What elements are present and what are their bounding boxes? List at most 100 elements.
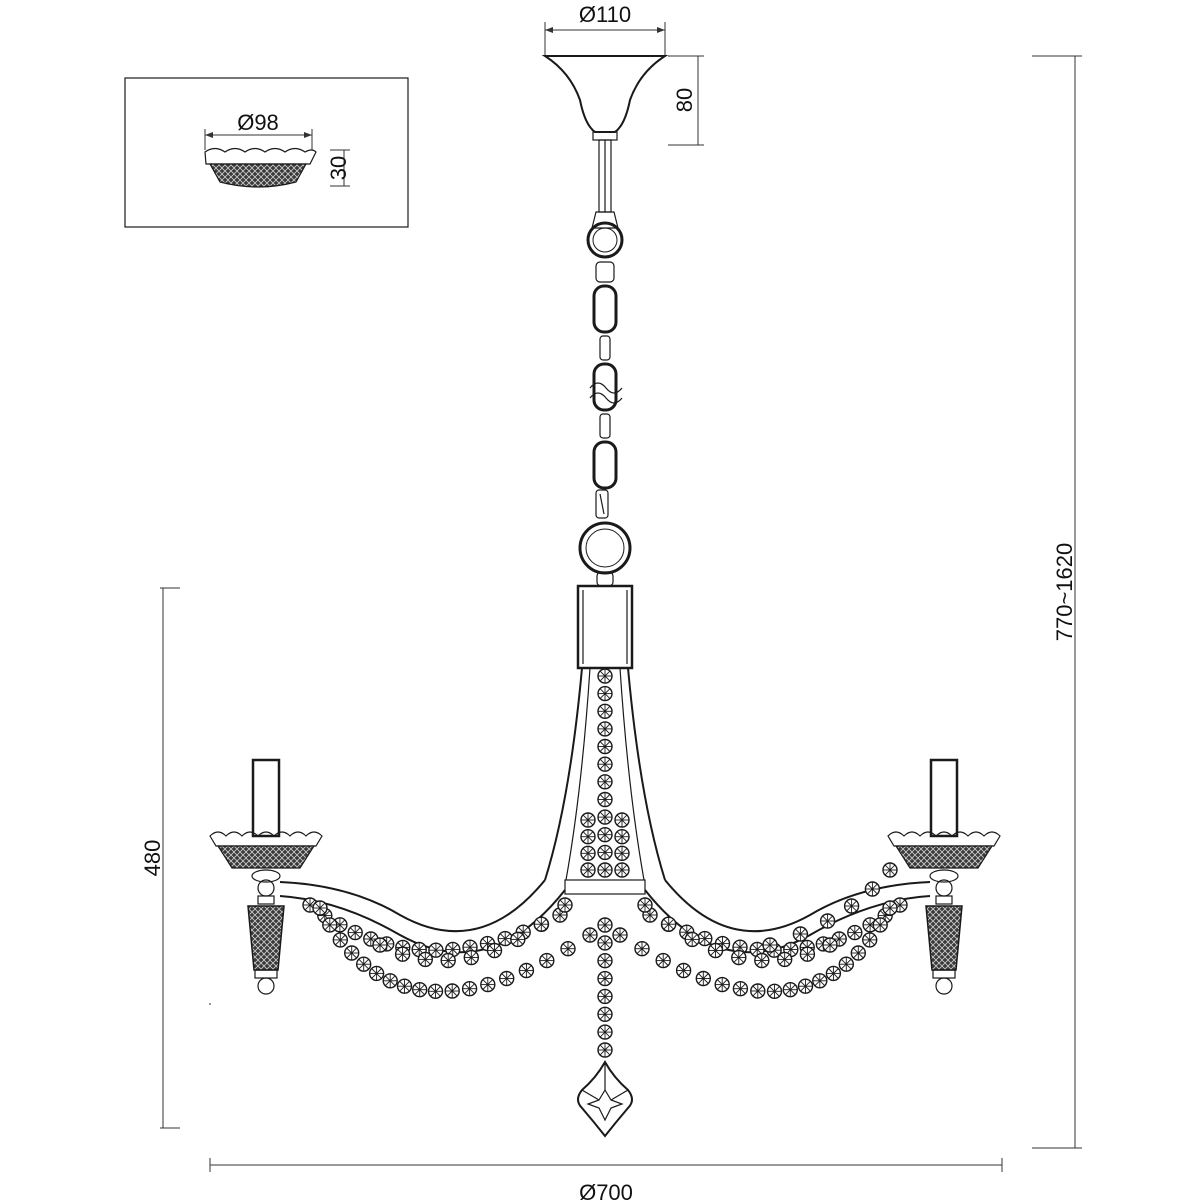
overall-diameter-label: Ø700 xyxy=(579,1180,633,1200)
crystal-facet xyxy=(430,944,442,956)
crystal-strands xyxy=(302,668,908,1058)
crystal-facet xyxy=(663,918,674,930)
crystal-facet xyxy=(735,983,746,995)
crystal-facet xyxy=(414,984,425,996)
crystal-facet xyxy=(814,975,826,987)
crystal-facet xyxy=(562,943,574,955)
crystal-facet xyxy=(800,980,811,992)
crystal-facet xyxy=(499,933,511,944)
crystal-facet xyxy=(599,847,611,858)
crystal-facet xyxy=(686,934,698,945)
crystal-facet xyxy=(599,811,611,823)
crystal-facet xyxy=(751,944,763,955)
crystal-facet xyxy=(884,864,896,876)
crystal-facet xyxy=(420,954,431,965)
body-height-dimension: 480 xyxy=(140,587,180,1129)
overall-height-label: 770~1620 xyxy=(1052,543,1077,642)
crystal-facet xyxy=(489,945,500,956)
overall-height-dimension: 770~1620 xyxy=(1032,55,1082,1149)
crystal-facet xyxy=(828,968,839,979)
crystal-facet xyxy=(874,919,886,931)
crystal-facet xyxy=(399,980,410,992)
crystal-facet xyxy=(447,944,459,955)
crystal-facet xyxy=(582,864,594,876)
crystal-facet xyxy=(710,945,721,956)
crystal-facet xyxy=(769,986,780,997)
crystal-facet xyxy=(599,1044,611,1056)
crystal-facet xyxy=(636,943,648,955)
crystal-facet xyxy=(599,723,611,735)
crystal-facet xyxy=(464,983,475,995)
crystal-facet xyxy=(559,899,571,911)
crystal-facet xyxy=(599,1026,611,1038)
canopy-diameter-dimension: Ø110 xyxy=(544,2,666,55)
crystal-facet xyxy=(756,955,768,966)
crystal-facet xyxy=(319,910,331,921)
crystal-facet xyxy=(681,926,693,938)
canopy xyxy=(541,55,669,229)
crystal-facet xyxy=(430,986,441,997)
crystal-facet xyxy=(599,741,611,752)
crystal-facet xyxy=(482,938,493,949)
bobeche-height-label: 30 xyxy=(326,156,351,180)
canopy-height-dimension: 80 xyxy=(668,55,704,146)
crystal-facet xyxy=(616,864,628,876)
crystal-facet xyxy=(644,909,656,921)
crystal-facet xyxy=(884,902,896,914)
crystal-facet xyxy=(446,985,458,997)
crystal-facet xyxy=(824,939,836,951)
crystal-facet xyxy=(582,831,594,842)
crystal-facet xyxy=(785,984,796,996)
crystal-facet xyxy=(846,900,857,912)
crystal-facet xyxy=(599,1008,611,1020)
crystal-facet xyxy=(536,918,547,930)
crystal-facet xyxy=(698,973,709,984)
crystal-facet xyxy=(371,968,382,979)
crystal-facet xyxy=(384,975,396,987)
crystal-facet xyxy=(599,973,611,984)
bobeche-detail-inset: Ø98 30 xyxy=(124,77,409,228)
crystal-facet xyxy=(374,939,386,951)
crystal-facet xyxy=(779,954,790,965)
crystal-facet xyxy=(599,776,611,788)
crystal-facet xyxy=(349,927,361,938)
crystal-facet xyxy=(482,979,494,990)
crystal-facet xyxy=(512,934,524,945)
crystal-facet xyxy=(822,915,833,927)
crystal-facet xyxy=(346,947,357,959)
crystal-facet xyxy=(599,758,611,770)
crystal-facet xyxy=(599,794,611,805)
crystal-facet xyxy=(599,919,611,931)
crystal-facet xyxy=(616,814,628,826)
crystal-facet xyxy=(521,965,532,976)
crystal-facet xyxy=(849,927,861,938)
crystal-facet xyxy=(639,899,651,911)
crystal-facet xyxy=(599,955,611,967)
body-height-label: 480 xyxy=(140,840,165,877)
crystal-facet xyxy=(314,902,326,914)
crystal-facet xyxy=(541,955,553,966)
crystal-facet xyxy=(584,929,596,941)
crystal-facet xyxy=(733,952,745,963)
crystal-facet xyxy=(840,958,852,970)
crystal-facet xyxy=(764,939,776,951)
crystal-facet xyxy=(795,928,806,940)
crystal-facet xyxy=(464,941,476,953)
canopy-diameter-label: Ø110 xyxy=(579,2,631,27)
crystal-facet xyxy=(582,848,594,859)
crystal-facet xyxy=(599,705,611,717)
crystal-facet xyxy=(616,831,628,842)
crystal-facet xyxy=(616,848,628,859)
crystal-facet xyxy=(657,955,669,966)
crystal-facet xyxy=(442,955,454,966)
overall-diameter-dimension: Ø700 xyxy=(209,1003,1003,1200)
crystal-facet xyxy=(864,934,875,946)
crystal-facet xyxy=(358,958,370,970)
crystal-facet xyxy=(324,919,336,931)
crystal-facet xyxy=(599,937,611,949)
crystal-facet xyxy=(304,899,316,911)
crystal-facet xyxy=(582,814,594,826)
central-column xyxy=(544,584,666,895)
